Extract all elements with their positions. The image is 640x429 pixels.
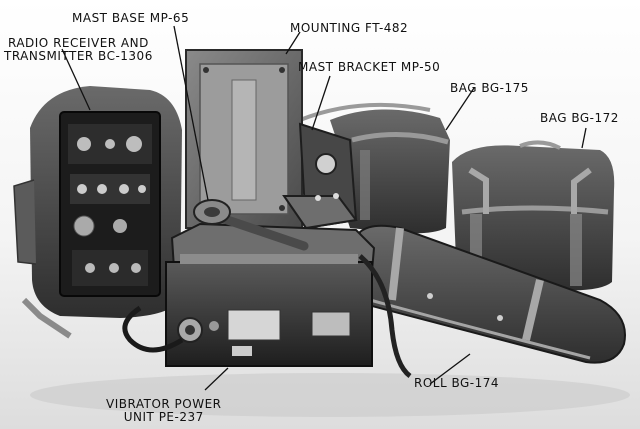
label-bag-175-text: BAG BG-175 [450, 81, 529, 95]
label-roll-text: ROLL BG-174 [414, 376, 500, 390]
label-vibrator: VIBRATOR POWER UNIT PE-237 [106, 398, 222, 424]
label-vibrator-line2: UNIT PE-237 [123, 410, 204, 424]
label-radio-line1: RADIO RECEIVER AND [7, 36, 149, 50]
bag-bg-175 [299, 102, 450, 234]
label-bag-172-text: BAG BG-172 [540, 111, 619, 125]
label-vibrator-line1: VIBRATOR POWER [106, 397, 222, 411]
label-roll: ROLL BG-174 [414, 377, 499, 390]
leader-lines [61, 25, 587, 391]
floor-shadow [30, 373, 630, 417]
label-bag-175: BAG BG-175 [450, 82, 529, 95]
mast-base-mp-65 [193, 199, 309, 251]
vibrator-pe-237 [122, 222, 412, 379]
roll-bg-174 [354, 224, 626, 364]
label-mast-base: MAST BASE MP-65 [72, 12, 189, 25]
label-bag-172: BAG BG-172 [540, 112, 619, 125]
bag-bg-172 [452, 140, 615, 291]
label-mast-base-text: MAST BASE MP-65 [72, 11, 190, 25]
radio-bc-1306 [13, 86, 182, 339]
mast-bracket-mp-50 [282, 122, 358, 230]
label-mast-bracket-text: MAST BRACKET MP-50 [298, 60, 441, 74]
mounting-ft-482 [185, 49, 303, 229]
label-radio-line2: TRANSMITTER BC-1306 [4, 49, 153, 63]
label-mounting-text: MOUNTING FT-482 [290, 21, 409, 35]
label-mast-bracket: MAST BRACKET MP-50 [298, 61, 440, 74]
label-mounting: MOUNTING FT-482 [290, 22, 408, 35]
label-radio: RADIO RECEIVER AND TRANSMITTER BC-1306 [4, 37, 153, 63]
